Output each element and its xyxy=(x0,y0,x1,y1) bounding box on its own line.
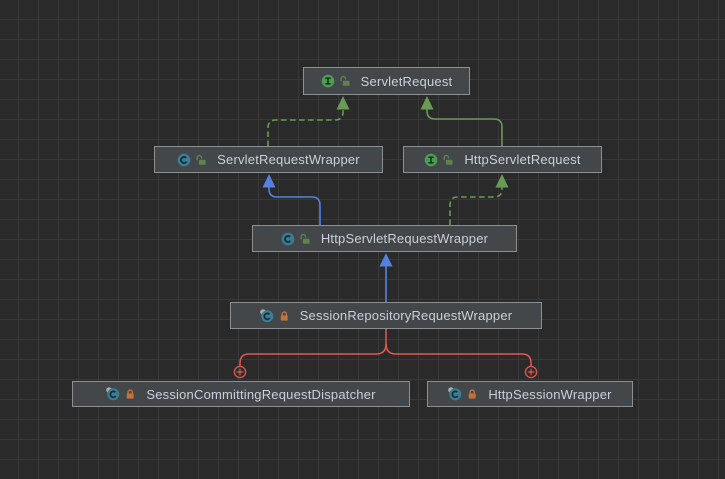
lock-closed-icon xyxy=(124,388,136,400)
class-icon xyxy=(281,232,295,246)
edge-implements-httpservletrequestwrapper xyxy=(449,174,509,225)
node-http-servlet-request-wrapper[interactable]: HttpServletRequestWrapper xyxy=(252,225,517,252)
final-class-icon xyxy=(259,308,274,323)
node-label: HttpServletRequest xyxy=(464,152,581,167)
triangle-arrowhead xyxy=(495,174,509,188)
node-label: ServletRequestWrapper xyxy=(217,152,360,167)
lock-open-icon xyxy=(339,75,351,87)
node-servlet-request[interactable]: ServletRequest xyxy=(303,67,470,95)
circle-plus-marker xyxy=(524,365,538,379)
node-label: HttpServletRequestWrapper xyxy=(320,231,489,246)
node-servlet-request-wrapper[interactable]: ServletRequestWrapper xyxy=(154,146,383,173)
lock-closed-icon xyxy=(466,388,478,400)
triangle-arrowhead xyxy=(379,253,393,267)
lock-open-icon xyxy=(195,154,207,166)
triangle-arrowhead xyxy=(336,96,350,110)
edge-extends-httpservletrequestwrapper xyxy=(262,174,321,225)
node-label: SessionRepositoryRequestWrapper xyxy=(299,308,513,323)
final-class-icon xyxy=(106,387,120,401)
node-label: SessionCommittingRequestDispatcher xyxy=(146,386,376,402)
node-session-repository-request-wrapper[interactable]: SessionRepositoryRequestWrapper xyxy=(230,302,542,329)
edge-extends-sessionrepositoryrequestwrapper xyxy=(379,253,393,302)
node-session-committing-request-dispatcher[interactable]: SessionCommittingRequestDispatcher xyxy=(72,381,410,407)
node-http-session-wrapper[interactable]: HttpSessionWrapper xyxy=(427,381,633,407)
circle-plus-marker xyxy=(233,365,247,379)
lock-open-icon xyxy=(299,233,311,245)
interface-icon xyxy=(321,74,335,88)
edge-implements-servletrequestwrapper xyxy=(267,96,350,146)
interface-icon xyxy=(424,153,438,167)
lock-open-icon xyxy=(442,154,454,166)
class-icon xyxy=(177,153,191,167)
node-label: ServletRequest xyxy=(360,73,453,89)
node-label: HttpSessionWrapper xyxy=(488,386,612,402)
lock-closed-icon xyxy=(278,310,290,322)
edge-inner-classes xyxy=(233,329,538,379)
edge-extends-httpservletrequest xyxy=(420,96,503,146)
node-http-servlet-request[interactable]: HttpServletRequest xyxy=(403,146,602,173)
final-class-icon xyxy=(448,387,462,401)
triangle-arrowhead xyxy=(262,174,276,188)
triangle-arrowhead xyxy=(420,96,434,110)
